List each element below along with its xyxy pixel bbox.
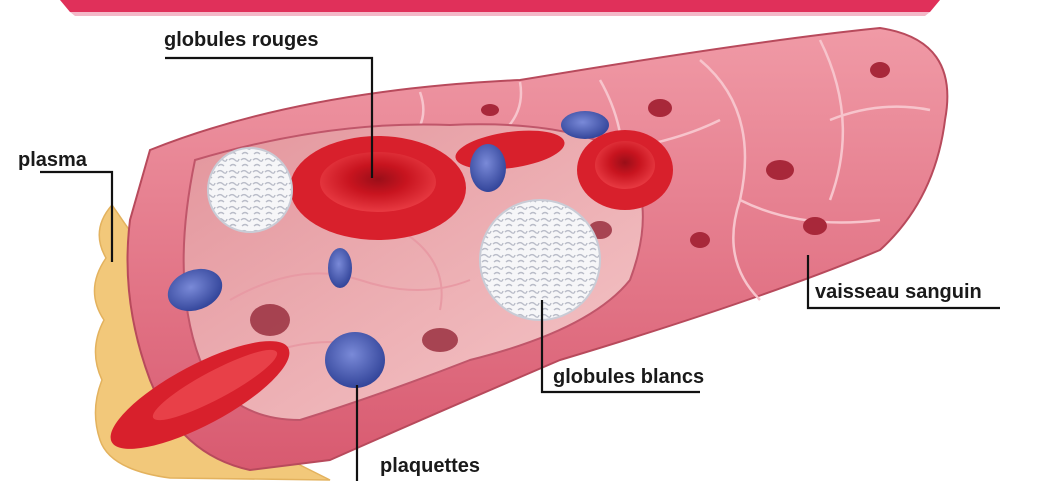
label-plaquettes: plaquettes <box>380 455 480 477</box>
top-banner-strip <box>60 0 940 12</box>
label-globules-blancs: globules blancs <box>553 366 704 388</box>
top-banner-shadow <box>70 12 930 16</box>
label-globules-rouges: globules rouges <box>164 29 318 51</box>
label-vaisseau-sanguin: vaisseau sanguin <box>815 281 982 303</box>
label-plasma: plasma <box>18 149 88 171</box>
